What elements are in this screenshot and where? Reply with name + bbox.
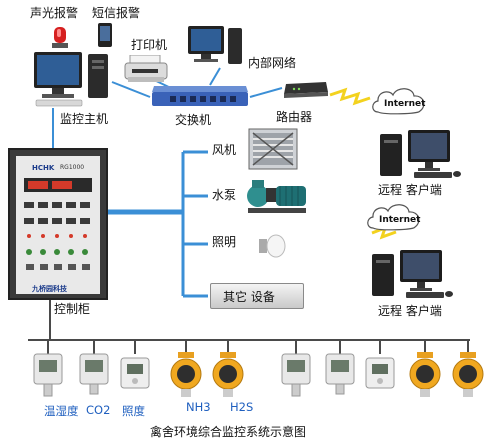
remote-client-label-1: 远程 客户端 (378, 183, 442, 197)
h2s-sensor-icon (212, 352, 244, 397)
monitor-host-computer-icon (34, 52, 108, 107)
temp-humidity-sensor-icon (33, 353, 63, 397)
internet-cloud-label-1: Internet (384, 99, 426, 109)
monitor-host-label: 监控主机 (60, 112, 109, 126)
cabinet-model-label: RG1000 (60, 164, 85, 171)
printer-label: 打印机 (131, 38, 168, 52)
router-icon (284, 82, 328, 98)
co2-sensor-icon-2 (325, 353, 355, 395)
light-bulb-icon (259, 234, 286, 258)
internet-cloud-label-2: Internet (379, 215, 421, 225)
temp-humidity-label: 温湿度 (44, 404, 79, 418)
pump-label: 水泵 (212, 188, 237, 202)
co2-sensor-icon (79, 353, 109, 395)
network-switch-icon (152, 86, 248, 106)
control-cabinet: HCHK RG1000 九桥园科技 (8, 148, 108, 300)
control-cabinet-label: 控制柜 (54, 302, 91, 316)
internet-cloud-icon: Internet (372, 88, 426, 115)
co2-label: CO2 (86, 403, 111, 417)
illuminance-label: 照度 (122, 404, 145, 418)
switch-label: 交换机 (175, 113, 212, 127)
internal-network-computer-icon (188, 26, 242, 64)
remote-client-computer-icon-2 (372, 250, 453, 298)
sound-light-alarm-label: 声光报警 (30, 6, 79, 20)
nh3-sensor-icon-2 (409, 352, 441, 397)
fan-label: 风机 (212, 143, 237, 157)
internet-cloud-icon-2: Internet (367, 204, 421, 231)
ventilation-fan-icon (248, 128, 298, 170)
diagram-caption: 禽舍环境综合监控系统示意图 (150, 425, 307, 439)
lighting-label: 照明 (212, 235, 237, 249)
nh3-label: NH3 (186, 400, 211, 414)
other-equipment-label: 其它 设备 (223, 290, 275, 304)
mobile-phone-icon (98, 23, 112, 47)
water-pump-icon (247, 180, 306, 213)
cabinet-footer-label: 九桥园科技 (32, 285, 67, 293)
illuminance-sensor-icon (120, 357, 150, 389)
cabinet-indicator-panel (24, 178, 92, 270)
printer-icon (124, 55, 168, 82)
alarm-light-icon (52, 27, 68, 48)
nh3-sensor-icon (170, 352, 202, 397)
other-equipment-box: 其它 设备 (210, 283, 304, 309)
router-label: 路由器 (276, 110, 313, 124)
remote-client-label-2: 远程 客户端 (378, 304, 442, 318)
remote-client-computer-icon-1 (380, 130, 461, 178)
cabinet-brand-label: HCHK (32, 164, 55, 172)
internal-network-label: 内部网络 (248, 56, 297, 70)
h2s-sensor-icon-2 (452, 352, 484, 397)
h2s-label: H2S (230, 400, 254, 414)
sms-alarm-label: 短信报警 (92, 6, 141, 20)
illuminance-sensor-icon-2 (365, 357, 395, 389)
temp-humidity-sensor-icon-2 (281, 353, 311, 397)
